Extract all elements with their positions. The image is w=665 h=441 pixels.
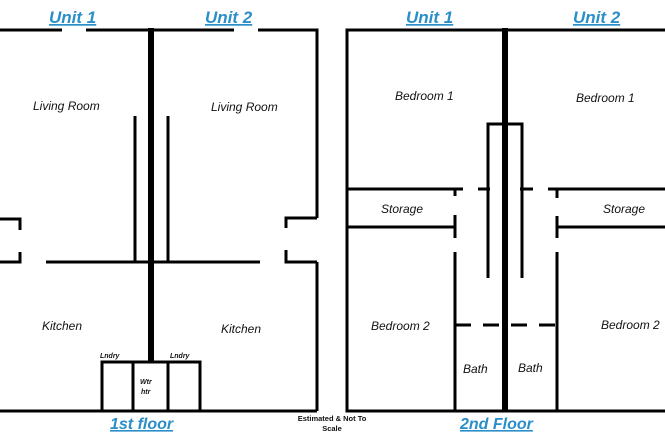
second-floor-unit2-storage: Storage	[603, 202, 645, 216]
second-floor-unit1-storage: Storage	[381, 202, 423, 216]
second-floor-stair-outline	[486, 122, 524, 278]
laundry-right-label: Lndry	[170, 353, 191, 360]
second-floor-unit2-label: Unit 2	[573, 8, 621, 27]
scale-note-line2: Scale	[322, 424, 342, 433]
second-floor-plan	[345, 28, 665, 413]
scale-note-line1: Estimated & Not To	[298, 414, 367, 423]
first-floor-unit2-kitchen: Kitchen	[221, 322, 261, 336]
first-floor-left-door-jamb	[0, 217, 22, 264]
laundry-block	[100, 360, 202, 413]
second-floor-unit1-bedroom1: Bedroom 1	[395, 89, 454, 103]
second-floor-unit1-label: Unit 1	[406, 8, 453, 27]
water-heater-label-line2: htr	[141, 389, 152, 396]
second-floor-unit2-bath: Bath	[518, 361, 543, 375]
first-floor-top-wall-right	[258, 28, 319, 218]
first-floor-unit2-living-room: Living Room	[211, 100, 278, 114]
water-heater-label-line1: Wtr	[140, 379, 153, 386]
second-floor-unit1-bath: Bath	[463, 362, 488, 376]
second-floor-unit1-bedroom2: Bedroom 2	[371, 319, 430, 333]
second-floor-title: 2nd Floor	[459, 416, 534, 433]
first-floor-unit1-label: Unit 1	[49, 8, 96, 27]
laundry-left-label: Lndry	[100, 353, 121, 360]
second-floor-unit2-bedroom1: Bedroom 1	[576, 91, 635, 105]
first-floor-right-door-jamb	[284, 216, 317, 264]
first-floor-unit1-living-room: Living Room	[33, 99, 100, 113]
first-floor-plan	[0, 28, 319, 413]
first-floor-unit1-kitchen: Kitchen	[42, 319, 82, 333]
first-floor-unit2-label: Unit 2	[205, 8, 253, 27]
second-floor-unit2-bedroom2: Bedroom 2	[601, 318, 660, 332]
first-floor-title: 1st floor	[110, 416, 174, 433]
